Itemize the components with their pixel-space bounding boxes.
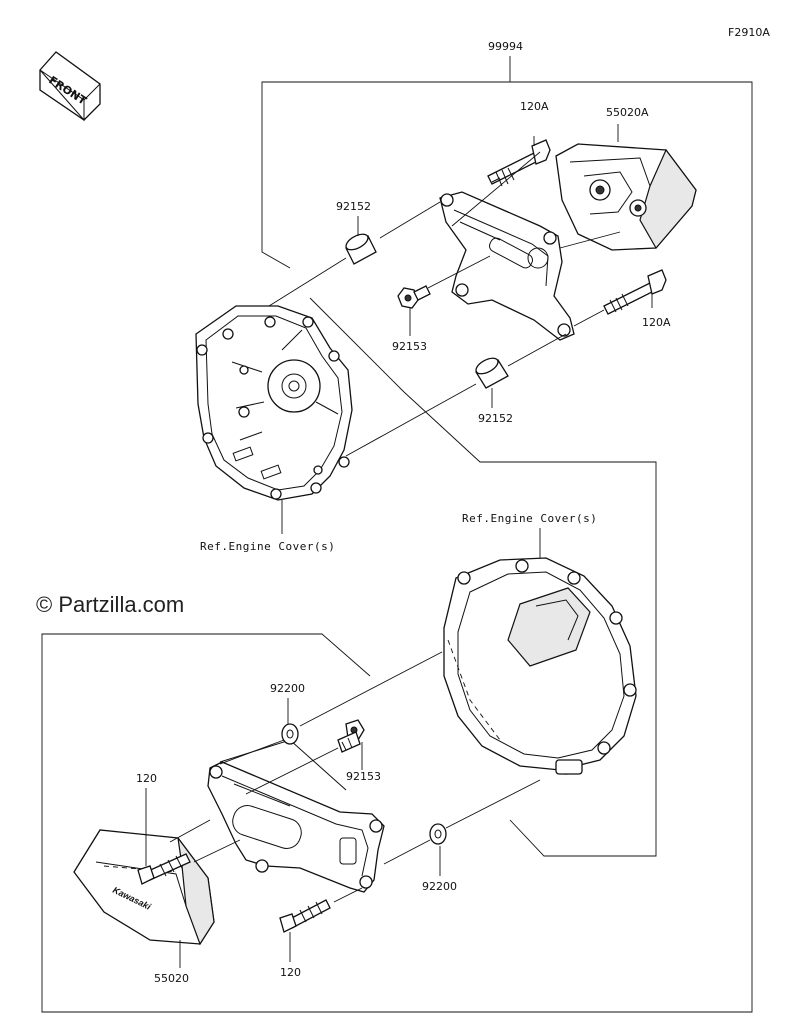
- label-slider-55020: 55020: [154, 972, 189, 985]
- upper-leaders: [268, 124, 653, 534]
- lower-washer-top: [281, 723, 299, 745]
- label-bolt-120-left: 120: [136, 772, 157, 785]
- lower-bolt-bottom: [279, 899, 331, 933]
- label-spacer-92152-left: 92152: [336, 200, 371, 213]
- upper-frame-slider: [555, 143, 697, 251]
- front-arrow-icon: FRONT: [39, 51, 101, 122]
- figure-code: F2910A: [728, 26, 770, 39]
- lower-screw: [337, 719, 365, 753]
- lower-bracket: [207, 739, 385, 893]
- label-bolt-120-bottom: 120: [280, 966, 301, 979]
- label-spacer-92152-lower: 92152: [478, 412, 513, 425]
- upper-spacer-lower: [475, 357, 509, 389]
- label-washer-92200-top: 92200: [270, 682, 305, 695]
- label-ref-engine-cover-lower: Ref.Engine Cover(s): [462, 512, 597, 525]
- upper-spacer-left: [345, 233, 377, 265]
- upper-screw: [397, 285, 431, 309]
- label-ref-engine-cover-upper: Ref.Engine Cover(s): [200, 540, 335, 553]
- kit-number: 99994: [488, 40, 523, 53]
- label-bolt-120a-top: 120A: [520, 100, 549, 113]
- lower-washer-right: [429, 823, 447, 845]
- upper-engine-cover: [195, 305, 353, 501]
- lower-frame-slider: Kawasaki: [73, 829, 215, 946]
- label-screw-92153-upper: 92153: [392, 340, 427, 353]
- label-washer-92200-right: 92200: [422, 880, 457, 893]
- watermark: © Partzilla.com: [36, 592, 184, 617]
- lower-bolt-left: [137, 853, 191, 885]
- label-slider-55020a: 55020A: [606, 106, 649, 119]
- label-bolt-120a-right: 120A: [642, 316, 671, 329]
- upper-bolt-right: [603, 269, 667, 315]
- lower-leaders: [145, 651, 541, 968]
- upper-bolt-top: [487, 139, 551, 187]
- label-screw-92153-lower: 92153: [346, 770, 381, 783]
- lower-engine-cover: [443, 557, 637, 775]
- upper-bracket: [439, 191, 575, 341]
- kit-bracket: [41, 56, 753, 1013]
